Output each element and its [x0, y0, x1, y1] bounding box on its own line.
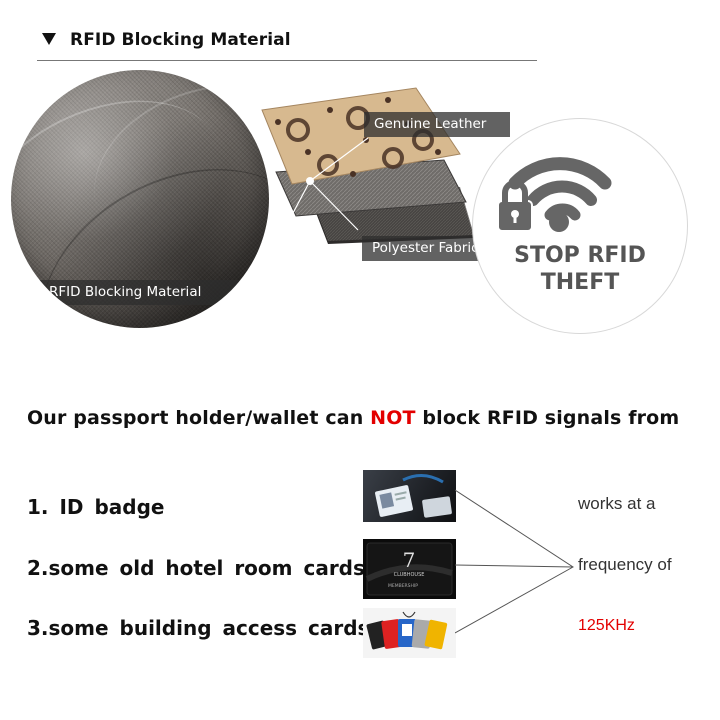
access-cards-photo [363, 608, 456, 658]
statement-before: Our passport holder/wallet can [27, 407, 371, 429]
section-title: RFID Blocking Material [70, 30, 291, 50]
section-marker-icon [42, 33, 56, 45]
stop-rfid-line1: STOP RFID [514, 243, 646, 268]
main-statement: Our passport holder/wallet can NOT block… [27, 407, 679, 429]
header-divider [37, 60, 537, 61]
list-item-id-badge: 1. ID badge [27, 495, 165, 519]
statement-after: block RFID signals from [415, 407, 680, 429]
wifi-lock-icon [497, 157, 612, 232]
hotel-card-photo: 7 CLUBHOUSE MEMBERSHIP [363, 539, 456, 599]
fabric-closeup-image: RFID Blocking Material [11, 70, 269, 328]
frequency-value: 125KHz [578, 617, 635, 634]
hotel-card-number: 7 [403, 548, 416, 572]
list-item-access-cards: 3.some building access cards [27, 616, 370, 640]
stop-rfid-line2: THEFT [540, 270, 620, 295]
frequency-line1: works at a [578, 494, 656, 513]
id-badge-photo [363, 470, 456, 522]
fabric-label: RFID Blocking Material [39, 280, 240, 305]
statement-not: NOT [370, 407, 416, 429]
frequency-line2: frequency of [578, 555, 672, 574]
list-item-hotel-cards: 2.some old hotel room cards [27, 556, 365, 580]
hotel-card-sub: MEMBERSHIP [388, 583, 418, 589]
hotel-card-brand: CLUBHOUSE [394, 572, 425, 578]
frequency-connector [455, 489, 574, 634]
polyester-label: Polyester Fabric [362, 236, 487, 261]
leather-label: Genuine Leather [364, 112, 511, 137]
